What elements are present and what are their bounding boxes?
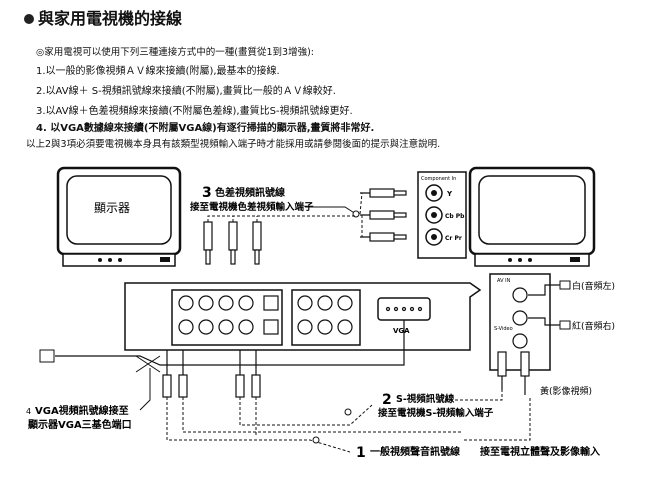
player-jacks (178, 295, 423, 335)
intro-text: ◎家用電視可以使用下列三種連接方式中的一種(畫質從1到3增強): (36, 47, 314, 58)
label-white: 白(音頻左) (572, 280, 615, 292)
method-2: 2.以AV線＋ S-視頻訊號線來接續(不附屬),畫質比一般的ＡＶ線較好. (36, 86, 336, 97)
vga-port-label: VGA (393, 327, 410, 335)
component-y-label: Y (446, 190, 453, 198)
component-cables-down (203, 221, 262, 265)
av-panel-svideo: S-Video (494, 326, 513, 332)
player-chassis: VGA (124, 282, 482, 351)
note-text: 以上2與3項必須要電視機本身具有該類型視頻輸入端子時才能採用或請參閱後面的提示與… (26, 139, 441, 150)
component-cb-label: Cb Pb (445, 213, 465, 220)
label3-line1: 色差視頻訊號線 (215, 186, 285, 199)
component-input-panel: Component In Y Cb Pb Cr Pr (417, 171, 467, 259)
right-tv (468, 166, 596, 267)
label2-line2: 接至電視機S-視頻輸入端子 (378, 407, 494, 419)
component-header: Component In (421, 176, 456, 182)
method-4: 4. 以VGA數據線來接續(不附屬VGA線)有逐行掃描的顯示器,畫質將非常好. (36, 123, 375, 134)
label-red: 紅(音頻右) (572, 320, 615, 332)
label3-line2: 接至電視機色差視頻輸入端子 (190, 201, 314, 213)
label1-num: 1 (356, 445, 366, 461)
component-cable-plugs (360, 188, 407, 242)
page-title: 與家用電視機的接線 (38, 9, 183, 28)
left-monitor: 顯示器 (56, 166, 182, 267)
label2-num: 2 (382, 392, 392, 408)
av-panel-header: AV IN (497, 278, 511, 284)
component-cr-label: Cr Pr (445, 235, 462, 242)
label4-line2: 顯示器VGA三基色端口 (28, 418, 132, 431)
label-yellow: 黃(影像視頻) (540, 385, 592, 397)
label2-line1: S-視頻訊號線 (396, 393, 455, 405)
label1-text: 一般視頻聲音訊號線 (370, 445, 460, 458)
label4-line1: VGA視頻訊號線接至 (35, 404, 129, 417)
label-av-input: 接至電視立體聲及影像輸入 (480, 445, 600, 458)
lower-cables (162, 350, 261, 398)
method-3: 3.以AV線＋色差視頻線來接續(不附屬色差線),畫質比S-視頻訊號線更好. (36, 106, 353, 117)
left-monitor-label: 顯示器 (94, 201, 130, 215)
title-bullet-icon (24, 14, 34, 24)
method-1: 1.以一般的影像視頻ＡＶ線來接續(附屬),最基本的接線. (36, 66, 280, 77)
label4-prefix: 4 (26, 407, 31, 416)
label3-num: 3 (202, 185, 212, 201)
